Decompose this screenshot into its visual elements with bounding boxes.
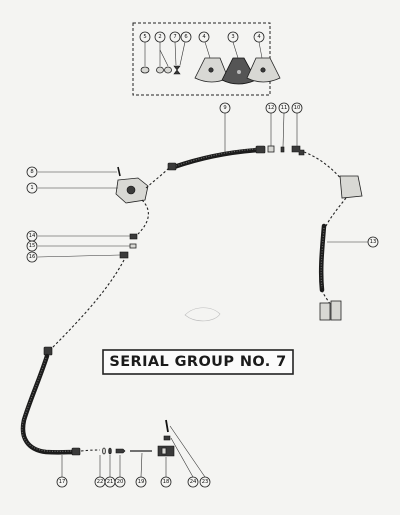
svg-text:24: 24 <box>190 479 197 485</box>
bolt-23 <box>165 419 169 433</box>
callout-21: 21 <box>104 476 116 488</box>
banner-text: SERIAL GROUP NO. 7 <box>109 354 286 370</box>
svg-text:23: 23 <box>202 479 209 485</box>
callout-22: 22 <box>94 476 106 488</box>
svg-text:10: 10 <box>294 105 301 111</box>
fitting-11 <box>280 146 285 153</box>
callout-17: 17 <box>56 476 68 488</box>
scan-smudge <box>184 307 221 322</box>
callout-16: 16 <box>26 251 38 263</box>
callout-11: 11 <box>278 102 290 114</box>
svg-text:11: 11 <box>281 105 288 111</box>
svg-text:19: 19 <box>138 479 145 485</box>
fitting-15 <box>129 243 137 249</box>
callout-kit-7: 7 <box>169 31 181 43</box>
callout-kit-4b: 4 <box>253 31 265 43</box>
callout-14: 14 <box>26 230 38 242</box>
serial-group-banner: SERIAL GROUP NO. 7 <box>102 349 294 375</box>
callout-19: 19 <box>135 476 147 488</box>
kit-washer-2b <box>164 66 172 74</box>
callout-20: 20 <box>114 476 126 488</box>
kit-washer-2a <box>156 66 164 74</box>
tube-long-diagonal <box>49 259 125 351</box>
hose-17 <box>20 353 77 455</box>
fitting-20 <box>115 448 126 454</box>
repair-kit-group: 5 2 7 6 4 3 4 <box>132 22 281 96</box>
svg-text:17: 17 <box>59 479 66 485</box>
svg-text:14: 14 <box>29 233 36 239</box>
fitting-14 <box>129 233 138 240</box>
callout-12: 12 <box>265 102 277 114</box>
svg-text:2: 2 <box>158 34 161 40</box>
callout-8: 8 <box>26 166 38 178</box>
svg-text:4: 4 <box>202 34 206 40</box>
callout-23: 23 <box>199 476 211 488</box>
callout-13: 13 <box>367 236 379 248</box>
svg-text:4: 4 <box>257 34 261 40</box>
svg-text:3: 3 <box>231 34 234 40</box>
hose-17-top-fitting <box>43 346 53 356</box>
lower-hose-assembly: 17 22 21 20 19 18 24 23 <box>20 346 211 488</box>
callout-9: 9 <box>219 102 231 114</box>
fitting-12 <box>267 145 275 153</box>
fuel-filter-housing <box>339 175 363 199</box>
callout-1: 1 <box>26 182 38 194</box>
svg-text:20: 20 <box>117 479 124 485</box>
kit-ring-5 <box>140 66 150 74</box>
svg-text:22: 22 <box>97 479 104 485</box>
callout-10: 10 <box>291 102 303 114</box>
svg-text:8: 8 <box>30 169 33 175</box>
right-assembly: 13 <box>303 151 379 321</box>
svg-text:13: 13 <box>370 239 377 245</box>
fuel-canister-b <box>330 300 342 321</box>
washer-24 <box>163 435 171 441</box>
fitting-21 <box>108 447 112 455</box>
callout-kit-3: 3 <box>227 31 239 43</box>
hose-9-start-fitting <box>167 162 177 171</box>
svg-text:7: 7 <box>173 34 176 40</box>
callout-kit-6: 6 <box>180 31 192 43</box>
fuel-pump-assembly: 8 1 14 15 16 <box>26 166 170 263</box>
svg-text:12: 12 <box>268 105 275 111</box>
svg-text:9: 9 <box>223 105 226 111</box>
callout-24: 24 <box>187 476 199 488</box>
hose-17-bottom-fitting <box>71 447 81 456</box>
svg-text:15: 15 <box>29 243 36 249</box>
hose-9-end-fitting <box>255 145 266 154</box>
callout-18: 18 <box>160 476 172 488</box>
tube-to-filter <box>303 151 343 181</box>
callout-kit-2: 2 <box>154 31 166 43</box>
svg-text:18: 18 <box>163 479 170 485</box>
hose-9 <box>171 147 261 170</box>
fitting-22 <box>102 447 106 455</box>
tube-pump-to-fittings <box>137 199 149 235</box>
fitting-16 <box>119 251 129 259</box>
kit-valve-7 <box>173 65 181 75</box>
svg-text:6: 6 <box>184 34 187 40</box>
svg-text:21: 21 <box>107 479 114 485</box>
elbow-10 <box>291 145 305 156</box>
bolt-8 <box>117 166 121 177</box>
fuel-canister-a <box>319 302 331 321</box>
svg-text:1: 1 <box>30 185 33 191</box>
callout-kit-4a: 4 <box>198 31 210 43</box>
callout-15: 15 <box>26 240 38 252</box>
callout-kit-5: 5 <box>139 31 151 43</box>
upper-hose-assembly: 9 12 11 10 <box>167 102 305 171</box>
svg-text:16: 16 <box>29 254 36 260</box>
svg-text:5: 5 <box>143 34 146 40</box>
